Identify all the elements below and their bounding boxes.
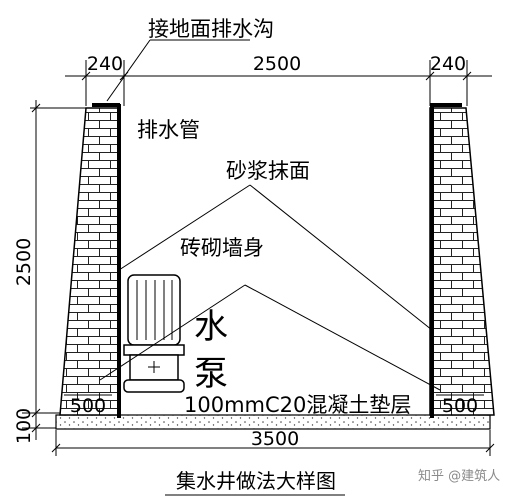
right-brick-wall: [429, 107, 495, 416]
label-pump-pump: 泵: [194, 354, 228, 394]
watermark: 知乎 @建筑人: [418, 468, 500, 484]
dim-height: 2500: [13, 238, 35, 286]
label-concrete-cushion: 100mmC20混凝土垫层: [184, 393, 411, 417]
dim-right-footing: 500: [442, 395, 478, 417]
dim-left-footing: 500: [70, 395, 106, 417]
bottom-dimension: 3500: [51, 428, 495, 456]
dim-base-thickness: 100: [13, 408, 35, 444]
label-mortar-plaster: 砂浆抹面: [226, 159, 310, 183]
dim-top-left-wall: 240: [87, 53, 123, 75]
left-footing: 500: [64, 394, 112, 417]
dim-total-width: 3500: [251, 428, 299, 450]
water-pump: [123, 274, 185, 393]
right-footing: 500: [436, 394, 484, 417]
label-drain-ditch: 接地面排水沟: [148, 17, 274, 41]
drawing-title: 集水井做法大样图: [176, 469, 336, 493]
leader-lines: [99, 39, 441, 391]
label-pump-water: 水: [194, 307, 228, 347]
dim-top-right-wall: 240: [430, 53, 466, 75]
concrete-cushion: [55, 414, 491, 430]
left-dimension: 2500 100: [13, 100, 92, 444]
dim-top-inner-width: 2500: [253, 53, 301, 75]
label-drain-pipe: 排水管: [137, 118, 200, 142]
top-dimension: 240 2500 240: [65, 53, 492, 106]
label-brick-wall: 砖砌墙身: [180, 236, 264, 260]
left-brick-wall: [59, 107, 119, 416]
